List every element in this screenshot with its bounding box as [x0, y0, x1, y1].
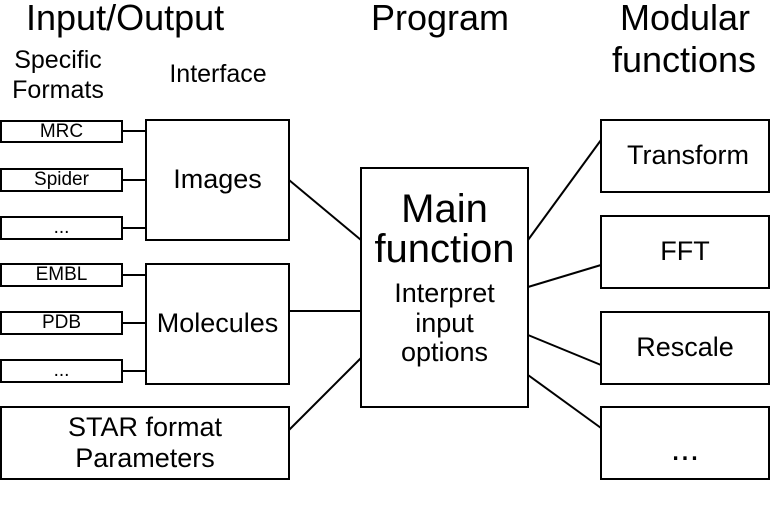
subheader-specific: Specific — [14, 46, 102, 74]
format-images-more-box: ... — [0, 216, 123, 240]
main-function-title-line2: function — [374, 227, 515, 271]
format-embl-box: EMBL — [0, 263, 123, 287]
header-input-output: Input/Output — [26, 0, 225, 38]
module-more-box: ... — [600, 406, 770, 480]
connector-main-more — [527, 374, 602, 429]
format-mrc-box: MRC — [0, 120, 123, 143]
connector-star-main — [288, 357, 362, 431]
module-fft-box: FFT — [600, 215, 770, 289]
main-function-title-line1: Main — [401, 187, 488, 231]
interface-images-box: Images — [145, 119, 290, 241]
star-parameters-line1: STAR format — [67, 411, 223, 442]
header-program: Program — [370, 0, 510, 38]
main-function-title: Main function — [374, 189, 514, 269]
connector-main-transform — [527, 139, 602, 241]
connector-main-fft — [527, 264, 602, 288]
header-modular: Modular — [619, 0, 751, 38]
subheader-formats: Formats — [12, 76, 104, 104]
module-rescale-box: Rescale — [600, 311, 770, 385]
format-pdb-box: PDB — [0, 311, 123, 335]
interface-molecules-box: Molecules — [145, 263, 290, 385]
main-function-subtitle: Interpret input options — [394, 278, 495, 368]
format-spider-box: Spider — [0, 168, 123, 192]
subheader-interface: Interface — [169, 60, 267, 88]
module-transform-box: Transform — [600, 119, 770, 193]
format-molecules-more-box: ... — [0, 359, 123, 383]
main-function-box: Main function Interpret input options — [360, 167, 529, 408]
star-parameters-line2: Parameters — [75, 443, 215, 473]
star-parameters-box: STAR format Parameters — [0, 406, 290, 480]
connector-main-rescale — [527, 334, 602, 366]
header-functions: functions — [611, 39, 757, 80]
connector-images-main — [288, 179, 362, 241]
